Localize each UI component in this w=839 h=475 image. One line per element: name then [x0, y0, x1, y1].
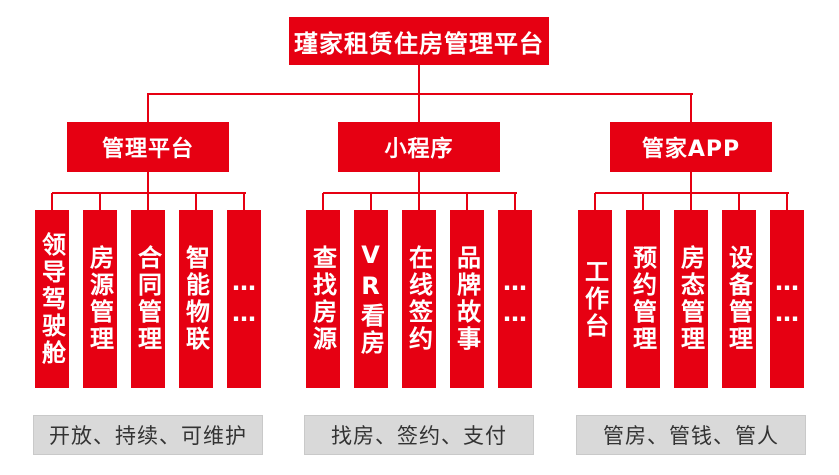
- feature-bar-label: 领导驾驶舱: [37, 231, 66, 367]
- feature-bar-find-housing: 查找房源: [306, 210, 340, 388]
- connector-line: [322, 193, 324, 210]
- connector-line: [642, 193, 644, 210]
- feature-bar-label: 合同管理: [133, 245, 162, 353]
- feature-bar-housing-mgmt: 房源管理: [83, 210, 117, 388]
- feature-bar-more: ……: [770, 210, 804, 388]
- root-node-title: 瑾家租赁住房管理平台: [289, 17, 549, 65]
- feature-bar-online-signing: 在线签约: [402, 210, 436, 388]
- connector-level1-horizontal: [147, 93, 693, 95]
- feature-bar-label: 预约管理: [628, 245, 657, 353]
- connector-branch2-drop: [418, 94, 420, 122]
- feature-bar-reservation-mgmt: 预约管理: [626, 210, 660, 388]
- connector-line: [514, 193, 516, 210]
- footer-box-manage-house-money-people: 管房、管钱、管人: [576, 415, 806, 455]
- feature-bar-contract-mgmt: 合同管理: [131, 210, 165, 388]
- feature-bar-brand-story: 品牌故事: [450, 210, 484, 388]
- branch-node-mini-program: 小程序: [338, 122, 500, 172]
- connector-line: [690, 193, 692, 210]
- connector-line: [323, 192, 517, 194]
- connector-line: [243, 193, 245, 210]
- feature-bar-label: ……: [230, 268, 258, 330]
- connector-line: [786, 193, 788, 210]
- connector-line: [370, 193, 372, 210]
- connector-root-drop: [418, 65, 420, 94]
- feature-bar-label: ……: [501, 268, 529, 330]
- feature-bar-room-status-mgmt: 房态管理: [674, 210, 708, 388]
- connector-line: [418, 193, 420, 210]
- connector-line: [418, 172, 420, 192]
- footer-box-open-sustainable-maintainable: 开放、持续、可维护: [33, 415, 263, 455]
- connector-line: [51, 193, 53, 210]
- feature-bar-workbench: 工作台: [578, 210, 612, 388]
- feature-bar-more: ……: [498, 210, 532, 388]
- feature-bar-smart-iot: 智能物联: [179, 210, 213, 388]
- feature-bar-label: 房源管理: [85, 245, 114, 353]
- connector-line: [147, 193, 149, 210]
- connector-line: [52, 192, 246, 194]
- feature-bar-label: VR看房: [356, 241, 385, 357]
- connector-line: [595, 192, 789, 194]
- feature-bar-leader-cockpit: 领导驾驶舱: [35, 210, 69, 388]
- connector-line: [690, 172, 692, 192]
- branch-node-butler-app: 管家APP: [610, 122, 772, 172]
- feature-bar-label: ……: [773, 268, 801, 330]
- connector-line: [594, 193, 596, 210]
- connector-line: [195, 193, 197, 210]
- connector-line: [147, 172, 149, 192]
- connector-line: [99, 193, 101, 210]
- feature-bar-label: 工作台: [580, 258, 609, 340]
- connector-line: [738, 193, 740, 210]
- feature-bar-label: 智能物联: [181, 245, 210, 353]
- footer-box-find-sign-pay: 找房、签约、支付: [304, 415, 534, 455]
- connector-branch1-drop: [147, 94, 149, 122]
- feature-bar-label: 房态管理: [676, 245, 705, 353]
- feature-bar-label: 在线签约: [404, 245, 433, 353]
- feature-bar-label: 设备管理: [724, 245, 753, 353]
- feature-bar-label: 品牌故事: [452, 245, 481, 353]
- feature-bar-label: 查找房源: [308, 245, 337, 353]
- connector-line: [466, 193, 468, 210]
- connector-branch3-drop: [690, 94, 692, 122]
- feature-bar-device-mgmt: 设备管理: [722, 210, 756, 388]
- feature-bar-more: ……: [227, 210, 261, 388]
- feature-bar-vr-viewing: VR看房: [354, 210, 388, 388]
- branch-node-management-platform: 管理平台: [67, 122, 229, 172]
